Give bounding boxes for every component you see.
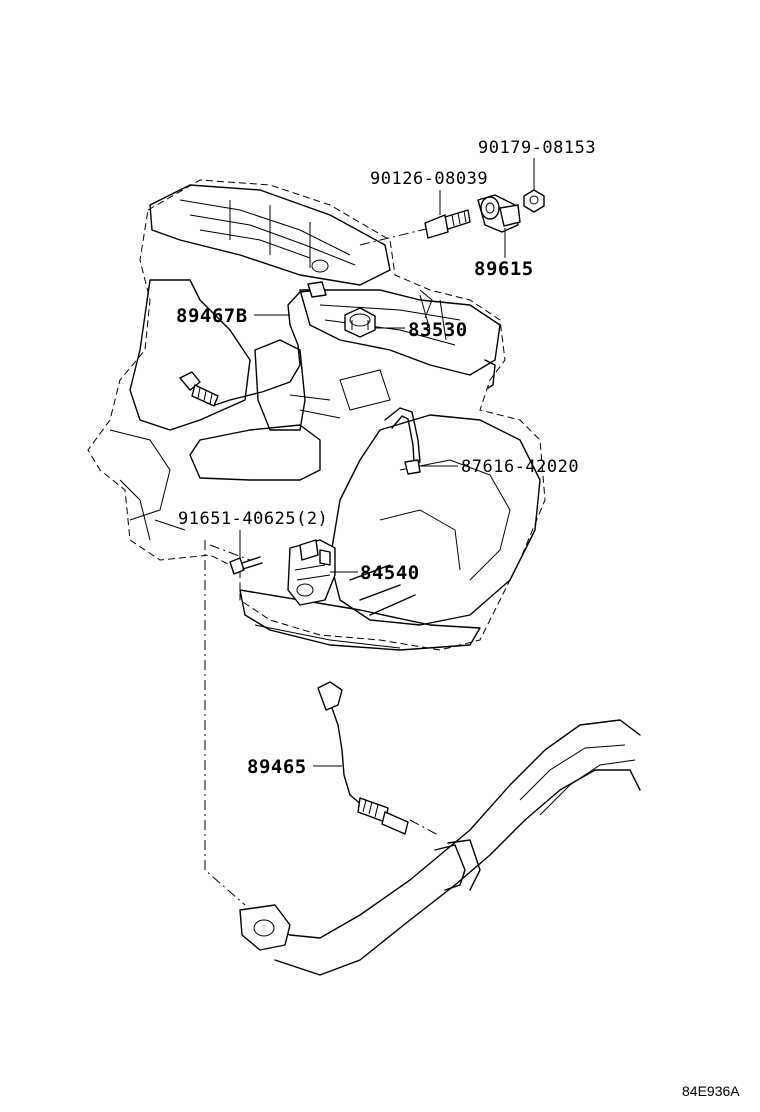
callout-89467b: 89467B [176,305,248,327]
callout-89465: 89465 [247,756,307,778]
reference-lines [204,227,439,906]
callout-89615: 89615 [474,258,534,280]
callout-91651: 91651-40625(2) [178,509,328,529]
callout-84540: 84540 [360,562,420,584]
callout-labels: 90179-08153 90126-08039 89615 89467B 835… [176,138,596,778]
part-84540-neutral-start-switch [287,539,336,606]
callout-87616: 87616-42020 [461,457,579,477]
diagram-code: 84E936A [682,1083,740,1099]
part-91651-bolt [229,556,263,575]
part-87616-pipe [384,407,421,475]
part-90179-nut [523,189,545,213]
part-89615-knock-sensor [477,194,521,233]
callout-90126: 90126-08039 [370,169,488,189]
part-89467b-oxygen-sensor [179,281,327,407]
part-83530-oil-pressure-switch [344,307,376,338]
part-89465-oxygen-sensor [317,681,409,835]
callout-90179: 90179-08153 [478,138,596,158]
part-90126-stud-bolt [424,209,471,239]
leader-lines [239,158,535,767]
callout-83530: 83530 [408,319,468,341]
exhaust-pipe [239,719,641,976]
